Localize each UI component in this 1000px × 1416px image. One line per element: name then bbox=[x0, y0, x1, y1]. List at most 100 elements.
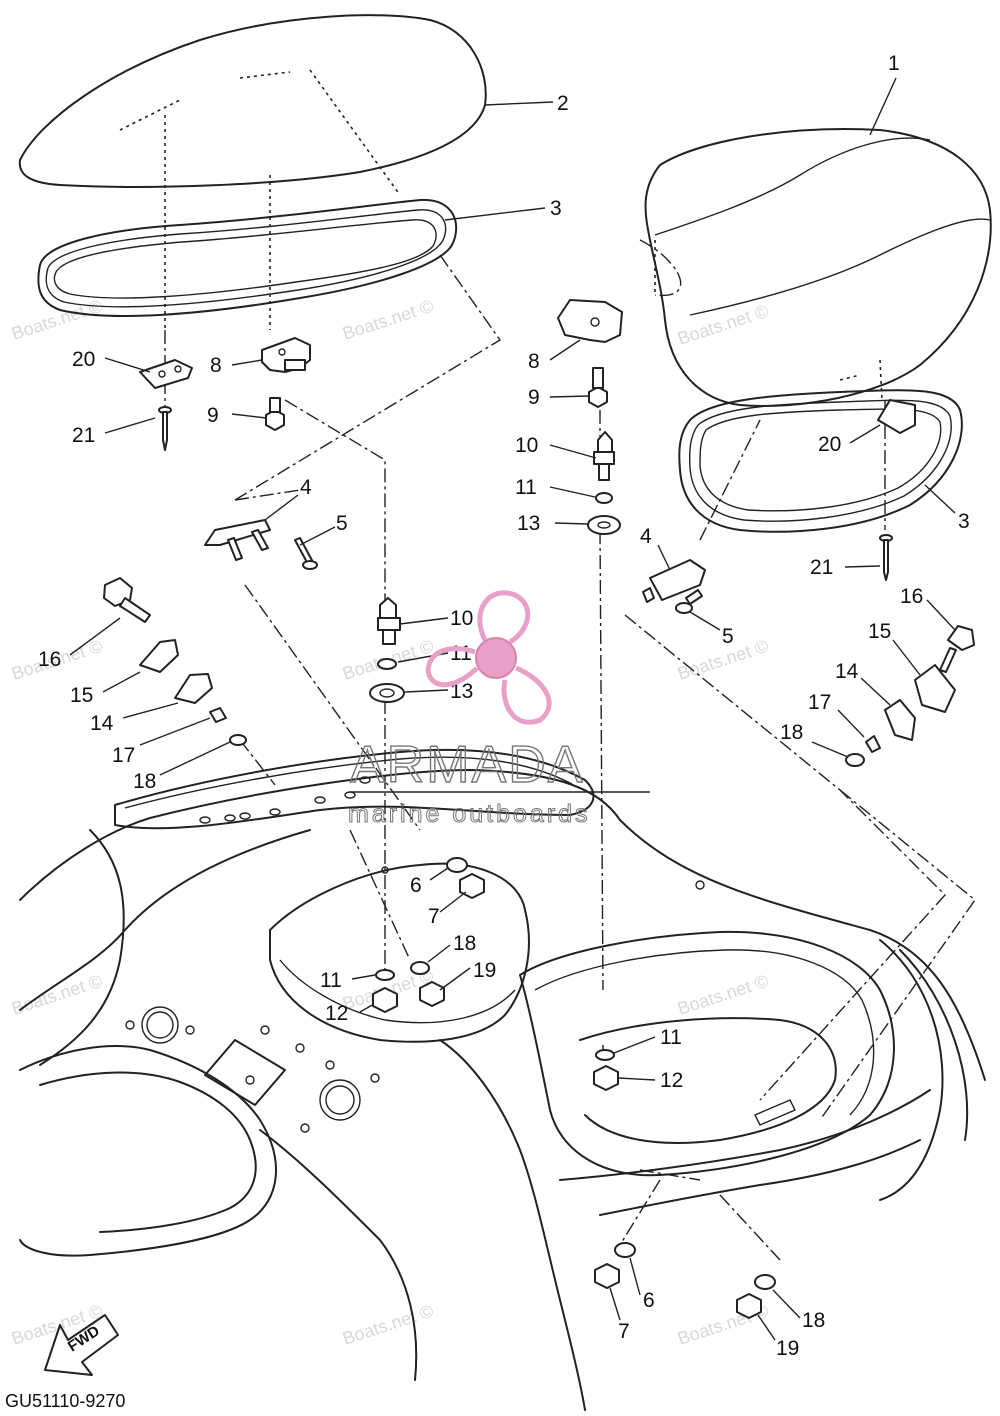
part-5-left-screw bbox=[294, 537, 318, 570]
callout-4: 4 bbox=[300, 476, 312, 499]
callout-21: 21 bbox=[72, 424, 95, 447]
watermark-site: Boats.net © bbox=[9, 971, 105, 1019]
callout-6: 6 bbox=[410, 874, 422, 897]
hardware bbox=[103, 299, 975, 1319]
callout-17: 17 bbox=[808, 691, 831, 714]
callout-17: 17 bbox=[112, 744, 135, 767]
front-seat bbox=[18, 14, 487, 330]
part-16-right-bolt bbox=[939, 625, 975, 673]
propeller-hub bbox=[475, 637, 517, 679]
part-11-center-washer bbox=[375, 969, 395, 981]
brand-name: ARMADA bbox=[350, 736, 584, 794]
part-10-left-stud bbox=[377, 597, 401, 645]
callout-11: 11 bbox=[450, 642, 472, 665]
callout-15: 15 bbox=[70, 684, 93, 707]
part-4-left-latch bbox=[204, 519, 271, 561]
part-6-center-washer bbox=[446, 857, 468, 873]
part-21-right-rivet bbox=[879, 534, 893, 581]
propeller-blade bbox=[425, 646, 479, 688]
callout-12: 12 bbox=[660, 1069, 683, 1092]
leader-lines bbox=[164, 239, 976, 1261]
callout-20: 20 bbox=[818, 433, 841, 456]
rear-seat-seal bbox=[678, 389, 963, 533]
part-4-right-latch bbox=[642, 559, 706, 603]
part-18-right-washer bbox=[845, 753, 865, 767]
part-14-left-stopper bbox=[174, 673, 213, 704]
callout-18: 18 bbox=[780, 721, 803, 744]
callout-7: 7 bbox=[618, 1320, 630, 1343]
callout-3: 3 bbox=[550, 197, 562, 220]
watermark-site: Boats.net © bbox=[340, 296, 436, 344]
part-13-left-washer bbox=[369, 683, 405, 703]
callout-9: 9 bbox=[207, 404, 219, 427]
part-9-right-bolt bbox=[588, 367, 608, 408]
callout-2: 2 bbox=[557, 92, 569, 115]
part-20-right-bracket bbox=[877, 399, 916, 434]
brand-tagline: marine outboards bbox=[348, 800, 591, 828]
propeller-logo bbox=[425, 590, 552, 725]
watermark-site: Boats.net © bbox=[675, 971, 771, 1019]
hull-deck bbox=[19, 748, 986, 1411]
callout-16: 16 bbox=[900, 585, 923, 608]
part-18-left-washer bbox=[229, 734, 247, 746]
callout-18: 18 bbox=[133, 770, 156, 793]
part-11-right-washer bbox=[595, 492, 613, 504]
callout-8: 8 bbox=[210, 354, 222, 377]
callout-19: 19 bbox=[776, 1337, 799, 1360]
part-12-center-nut bbox=[372, 987, 398, 1013]
callout-14: 14 bbox=[835, 660, 859, 683]
part-12-right-lower-nut bbox=[593, 1065, 619, 1091]
callout-18: 18 bbox=[453, 932, 476, 955]
callout-11: 11 bbox=[660, 1026, 682, 1049]
watermark-site: Boats.net © bbox=[340, 1301, 436, 1349]
callout-11: 11 bbox=[515, 476, 537, 499]
callout-5: 5 bbox=[722, 625, 734, 648]
callout-21: 21 bbox=[810, 556, 833, 579]
part-13-right-washer bbox=[587, 515, 621, 535]
propeller-blade bbox=[477, 590, 531, 645]
brand-watermark: ARMADA marine outboards bbox=[348, 590, 650, 829]
callout-9: 9 bbox=[528, 386, 540, 409]
part-20-left-bracket bbox=[139, 359, 193, 389]
diagram-code: GU51110-9270 bbox=[5, 1391, 125, 1411]
part-14-right-stopper bbox=[884, 699, 916, 741]
callout-13: 13 bbox=[517, 512, 540, 535]
rear-seat bbox=[644, 128, 992, 407]
part-11-left-washer bbox=[377, 658, 397, 670]
callout-20: 20 bbox=[72, 348, 95, 371]
part-15-left-clip bbox=[139, 639, 179, 673]
part-15-right-clip bbox=[914, 664, 956, 713]
part-19-bottom-nut bbox=[736, 1293, 762, 1319]
part-19-center-nut bbox=[419, 981, 445, 1007]
propeller-blade bbox=[501, 665, 552, 725]
callout-11: 11 bbox=[320, 969, 342, 992]
part-5-right-screw bbox=[675, 589, 703, 614]
callout-1: 1 bbox=[888, 52, 900, 75]
callout-4: 4 bbox=[640, 525, 652, 548]
front-seat-seal bbox=[37, 198, 458, 317]
part-10-right-stud bbox=[593, 431, 615, 481]
callout-10: 10 bbox=[450, 607, 473, 630]
part-8-right-hinge bbox=[557, 299, 623, 343]
part-18-bottom-washer bbox=[754, 1274, 776, 1290]
part-6-bottom-washer bbox=[614, 1242, 636, 1258]
callout-5: 5 bbox=[336, 512, 348, 535]
callout-10: 10 bbox=[515, 434, 538, 457]
callout-14: 14 bbox=[90, 712, 114, 735]
part-11-right-lower-washer bbox=[595, 1049, 615, 1061]
callout-8: 8 bbox=[528, 350, 540, 373]
part-9-left-bolt bbox=[265, 397, 285, 431]
part-18-center-washer bbox=[410, 961, 430, 975]
callout-13: 13 bbox=[450, 680, 473, 703]
callout-12: 12 bbox=[325, 1002, 348, 1025]
part-17-right-sleeve bbox=[865, 735, 881, 753]
part-7-bottom-nut bbox=[594, 1263, 620, 1289]
callout-7: 7 bbox=[428, 905, 440, 928]
part-21-left-rivet bbox=[158, 406, 172, 451]
callout-numbers: 1 2 3 3 4 4 5 5 6 6 7 7 8 8 9 9 10 10 11… bbox=[38, 52, 970, 1360]
callout-6: 6 bbox=[643, 1289, 655, 1312]
part-17-left-sleeve bbox=[209, 707, 227, 723]
part-16-left-bolt bbox=[103, 577, 151, 623]
callout-15: 15 bbox=[868, 620, 891, 643]
